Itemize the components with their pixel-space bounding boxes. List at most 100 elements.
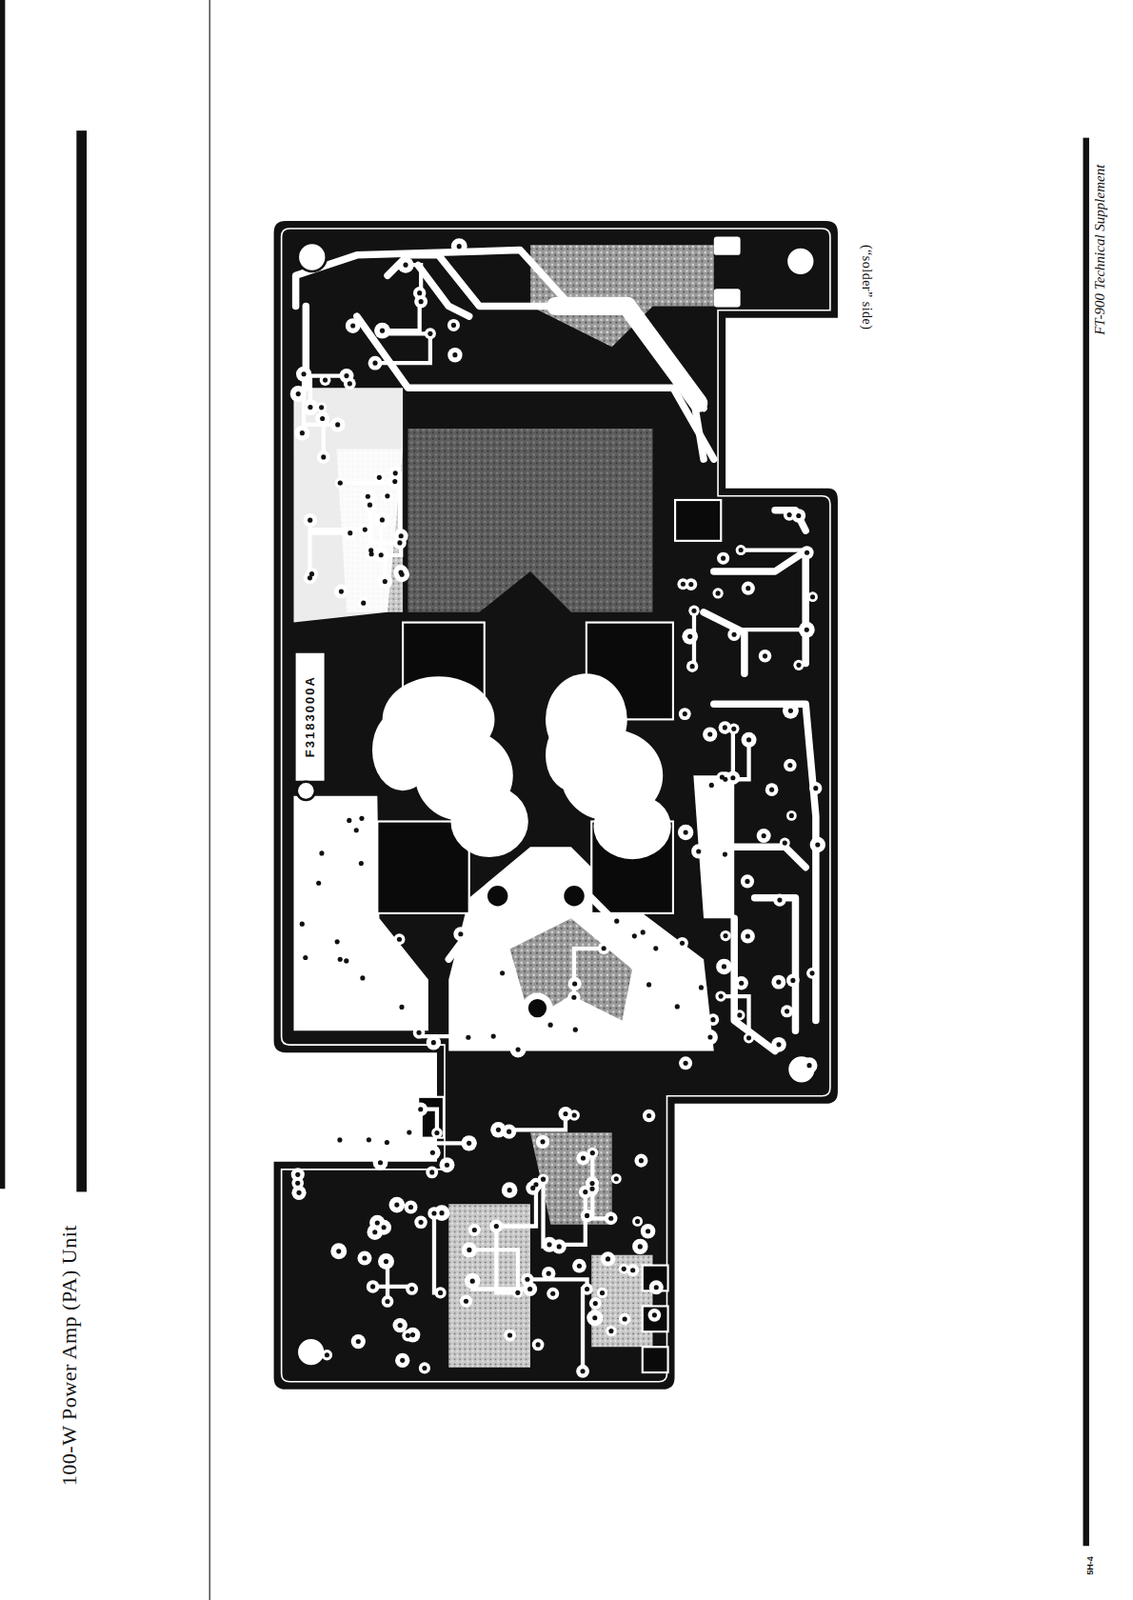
- solder-pad: [426, 1034, 441, 1050]
- solder-pad: [681, 628, 698, 645]
- drill-hole: [576, 1263, 582, 1269]
- solder-pad: [496, 967, 508, 979]
- solder-pad: [773, 893, 786, 906]
- solder-pad: [771, 1036, 787, 1053]
- solder-pad: [741, 732, 757, 748]
- drill-hole: [346, 817, 352, 823]
- solder-pad: [586, 1147, 598, 1159]
- pcb-trace: [740, 550, 807, 554]
- drill-hole: [335, 938, 340, 944]
- drill-hole: [466, 1140, 472, 1146]
- solder-pad: [783, 758, 797, 773]
- solder-pad: [461, 1241, 478, 1257]
- solder-pad: [332, 1132, 348, 1148]
- solder-pad: [424, 1144, 440, 1160]
- solder-pad: [413, 1101, 428, 1116]
- drill-hole: [738, 980, 744, 986]
- drill-hole: [784, 1008, 790, 1014]
- solder-pad: [319, 374, 332, 386]
- solder-pad: [373, 1154, 389, 1171]
- solder-pad: [765, 782, 779, 796]
- drill-hole: [550, 1291, 556, 1296]
- drill-hole: [356, 1338, 361, 1344]
- drill-hole: [589, 1186, 595, 1192]
- solder-pad: [678, 707, 692, 720]
- drill-hole: [324, 1351, 330, 1357]
- drill-hole: [653, 945, 658, 951]
- solder-pad: [740, 874, 755, 888]
- drill-hole: [470, 1278, 476, 1284]
- drill-hole: [427, 331, 433, 337]
- drill-hole: [707, 731, 713, 736]
- drill-hole: [789, 813, 795, 818]
- solder-pad: [792, 508, 807, 523]
- solder-pad: [461, 1031, 475, 1044]
- drill-hole: [382, 578, 388, 584]
- solder-pad: [298, 949, 315, 966]
- drill-hole: [507, 1187, 513, 1193]
- solder-pad: [414, 295, 428, 309]
- drill-hole: [398, 1004, 404, 1010]
- solder-pad: [719, 848, 732, 860]
- solder-pad: [379, 1134, 395, 1150]
- drill-hole: [813, 785, 818, 791]
- page-title: 100-W Power Amp (PA) Unit: [58, 1224, 81, 1486]
- drill-hole: [408, 1204, 414, 1210]
- solder-pad: [486, 1029, 501, 1044]
- drill-hole: [746, 1034, 752, 1040]
- drill-hole: [516, 1046, 521, 1052]
- drill-hole: [402, 262, 408, 268]
- drill-hole: [515, 1290, 520, 1295]
- drill-hole: [592, 1314, 597, 1320]
- solder-pad: [343, 525, 358, 539]
- drill-hole: [679, 940, 685, 946]
- drill-hole: [319, 416, 325, 421]
- solder-pad: [490, 1121, 507, 1138]
- pcb-trace: [420, 1109, 470, 1144]
- drill-hole: [630, 1267, 636, 1273]
- drill-hole: [645, 1228, 651, 1233]
- drill-hole: [457, 931, 463, 936]
- solder-pad: [758, 649, 773, 663]
- solder-pad: [568, 976, 582, 991]
- solder-pad: [330, 1242, 347, 1259]
- solder-pad: [368, 356, 383, 371]
- pcb-trace: [574, 948, 604, 998]
- drill-hole: [804, 627, 810, 633]
- drill-hole: [437, 1290, 443, 1295]
- drill-hole: [451, 322, 457, 328]
- drill-hole: [354, 827, 359, 833]
- solder-pad: [546, 1287, 559, 1300]
- drill-hole: [787, 762, 793, 768]
- drill-hole: [299, 430, 305, 436]
- drill-hole: [731, 726, 736, 732]
- drill-hole: [397, 936, 402, 942]
- drill-hole: [472, 1227, 478, 1233]
- drill-hole: [337, 480, 343, 486]
- solder-pad: [597, 942, 611, 955]
- solder-pad: [374, 322, 391, 339]
- solder-pad: [424, 327, 437, 339]
- solder-pad: [334, 584, 349, 599]
- solder-pad: [609, 913, 625, 929]
- drill-hole: [546, 1271, 552, 1276]
- solder-pad: [413, 1026, 426, 1039]
- solder-pad: [669, 998, 685, 1014]
- drill-hole: [299, 921, 305, 927]
- drill-hole: [384, 1298, 390, 1304]
- drill-hole: [722, 852, 728, 857]
- solder-pad: [688, 605, 699, 617]
- solder-pad: [596, 1287, 608, 1298]
- solder-pad: [707, 1013, 720, 1026]
- drill-hole: [809, 970, 815, 975]
- drill-hole: [556, 1243, 562, 1249]
- page-number: 5H-4: [1086, 1555, 1096, 1575]
- drill-hole: [691, 608, 696, 614]
- solder-pad: [404, 1200, 418, 1214]
- solder-pad: [377, 1252, 395, 1270]
- solder-pad: [786, 810, 797, 821]
- solder-pad: [464, 1272, 481, 1290]
- solder-pad: [626, 1263, 639, 1276]
- solder-pad: [460, 1134, 477, 1151]
- solder-pad: [686, 659, 698, 672]
